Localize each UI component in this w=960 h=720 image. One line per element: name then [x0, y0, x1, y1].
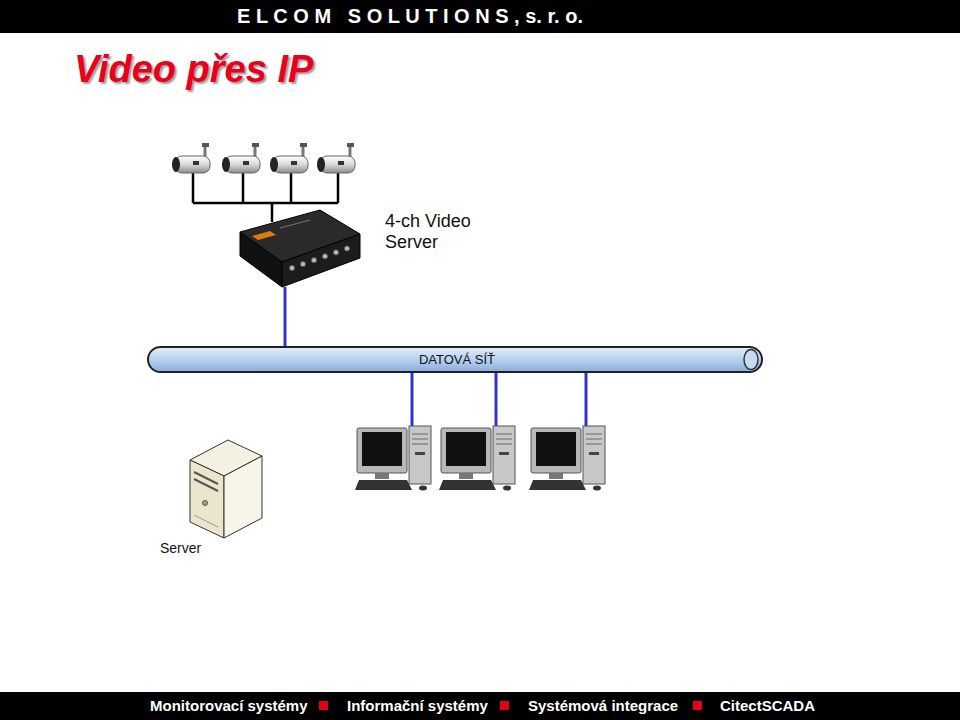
node-label: Server [160, 540, 230, 556]
camera [317, 143, 355, 173]
server-tower: Server [185, 436, 267, 540]
bullet-square [500, 701, 509, 710]
footer-item: Monitorovací systémy [150, 697, 308, 714]
video-server-box [238, 205, 362, 287]
camera [172, 143, 210, 173]
company-name: E L C O M S O L U T I O N S , s. r. o. [237, 5, 583, 28]
slide-title: Video přes IP [74, 48, 313, 92]
workstation [355, 426, 431, 491]
server-tower-icon [185, 436, 267, 540]
network-link [284, 287, 287, 346]
footer-item: Systémová integrace [528, 697, 678, 714]
node-label: 4-ch Video Server [385, 211, 515, 252]
network-band: DATOVÁ SÍŤ [147, 346, 763, 373]
video-server: 4-ch Video Server [238, 205, 362, 287]
footer-bar [0, 692, 960, 720]
footer-item: Informační systémy [347, 697, 488, 714]
bullet-square [693, 701, 702, 710]
workstation [529, 426, 605, 491]
bullet-square [319, 701, 328, 710]
workstation [439, 426, 515, 491]
camera [222, 143, 260, 173]
camera [270, 143, 308, 173]
node-label: DATOVÁ SÍŤ [149, 348, 765, 371]
header-bar [0, 0, 960, 33]
network-links [412, 373, 586, 426]
footer-item: CitectSCADA [720, 697, 815, 714]
